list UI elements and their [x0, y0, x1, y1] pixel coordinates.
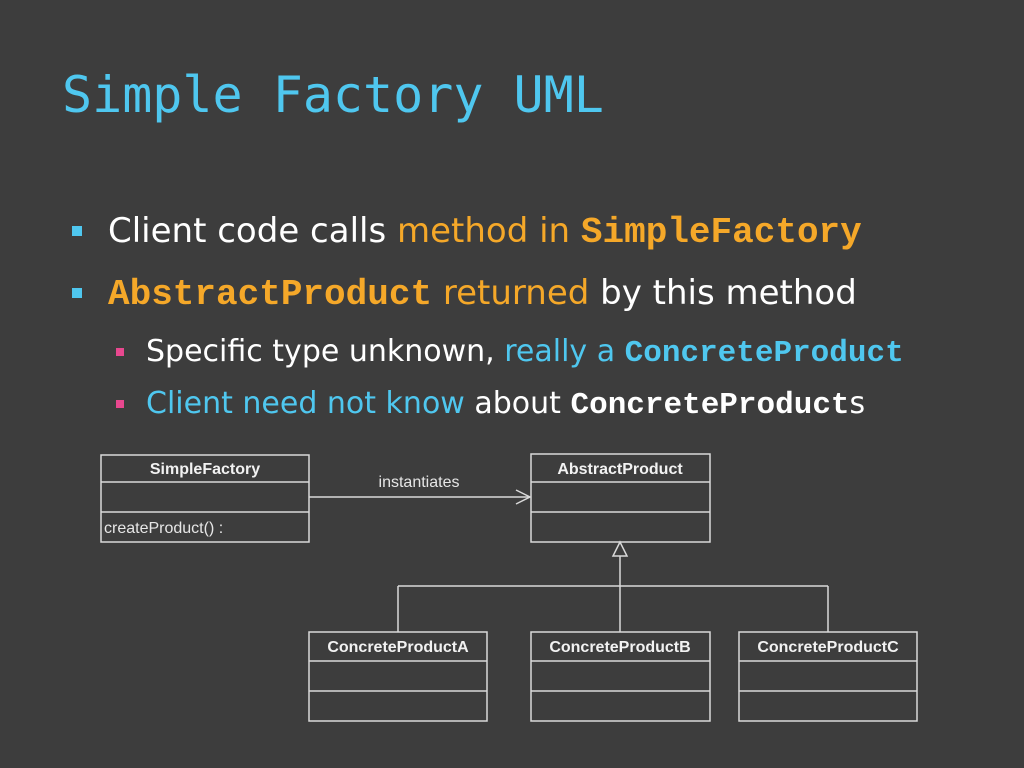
- association-label: instantiates: [379, 474, 460, 491]
- bullet-item: AbstractProduct returned by this method: [70, 267, 1010, 329]
- bullet-highlight: method in: [396, 211, 581, 251]
- bullet-highlight: returned: [432, 273, 590, 313]
- subbullet-highlight: really a: [504, 334, 625, 369]
- subbullet-highlight: Client need not know: [146, 386, 465, 421]
- subbullet-item: Client need not know about ConcreteProdu…: [114, 381, 1010, 433]
- bullet-text: by this method: [589, 273, 857, 313]
- concrete-product-b-class: [530, 631, 711, 722]
- inheritance-triangle: [611, 540, 629, 557]
- concrete-product-b-name: ConcreteProductB: [549, 639, 690, 656]
- bullet-code: AbstractProduct: [108, 274, 433, 315]
- abstract-product-name: AbstractProduct: [557, 461, 683, 478]
- bullet-code: SimpleFactory: [580, 212, 862, 253]
- subbullet-code: ConcreteProduct: [570, 388, 850, 423]
- subbullet-item: Specific type unknown, really a Concrete…: [114, 329, 1010, 381]
- subbullet-code: ConcreteProduct: [624, 336, 904, 371]
- concrete-product-c-class: [738, 631, 918, 722]
- subbullet-text: s: [849, 386, 866, 421]
- association-arrowhead: [515, 489, 532, 505]
- slide-title: Simple Factory UML: [62, 66, 604, 124]
- bullet-item: Client code calls method in SimpleFactor…: [70, 205, 1010, 267]
- simple-factory-operation: createProduct() :: [104, 520, 223, 537]
- subbullet-text: Specific type unknown,: [146, 334, 505, 369]
- simple-factory-name: SimpleFactory: [150, 461, 260, 478]
- concrete-product-a-name: ConcreteProductA: [327, 639, 469, 656]
- simple-factory-class: [100, 454, 310, 543]
- concrete-product-a-class: [308, 631, 488, 722]
- subbullet-text: about: [464, 386, 571, 421]
- bullet-text: Client code calls: [108, 211, 397, 251]
- bullet-list: Client code calls method in SimpleFactor…: [70, 205, 1010, 433]
- concrete-product-c-name: ConcreteProductC: [757, 639, 899, 656]
